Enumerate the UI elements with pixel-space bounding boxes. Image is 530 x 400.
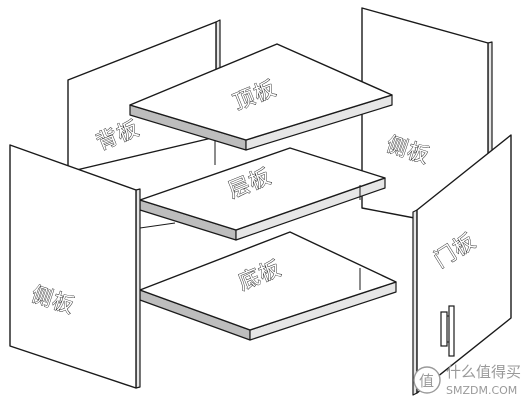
hidden-edge-lines: [139, 140, 361, 290]
watermark-logo-icon: [413, 366, 441, 394]
watermark-brand-name: 什么值得买: [446, 363, 521, 381]
bottom-panel: 底板: [139, 231, 397, 341]
watermark-logo-glyph: 值: [419, 372, 434, 390]
top-panel: 顶板: [129, 43, 393, 151]
door-handle-icon: [440, 305, 455, 357]
shelf-panel: 层板: [139, 147, 386, 241]
watermark: 值 什么值得买 SMZDM.COM: [413, 363, 521, 397]
left-side-panel: 侧板: [9, 144, 141, 389]
watermark-brand-url: SMZDM.COM: [446, 384, 517, 397]
door-panel: 门板: [412, 134, 512, 396]
